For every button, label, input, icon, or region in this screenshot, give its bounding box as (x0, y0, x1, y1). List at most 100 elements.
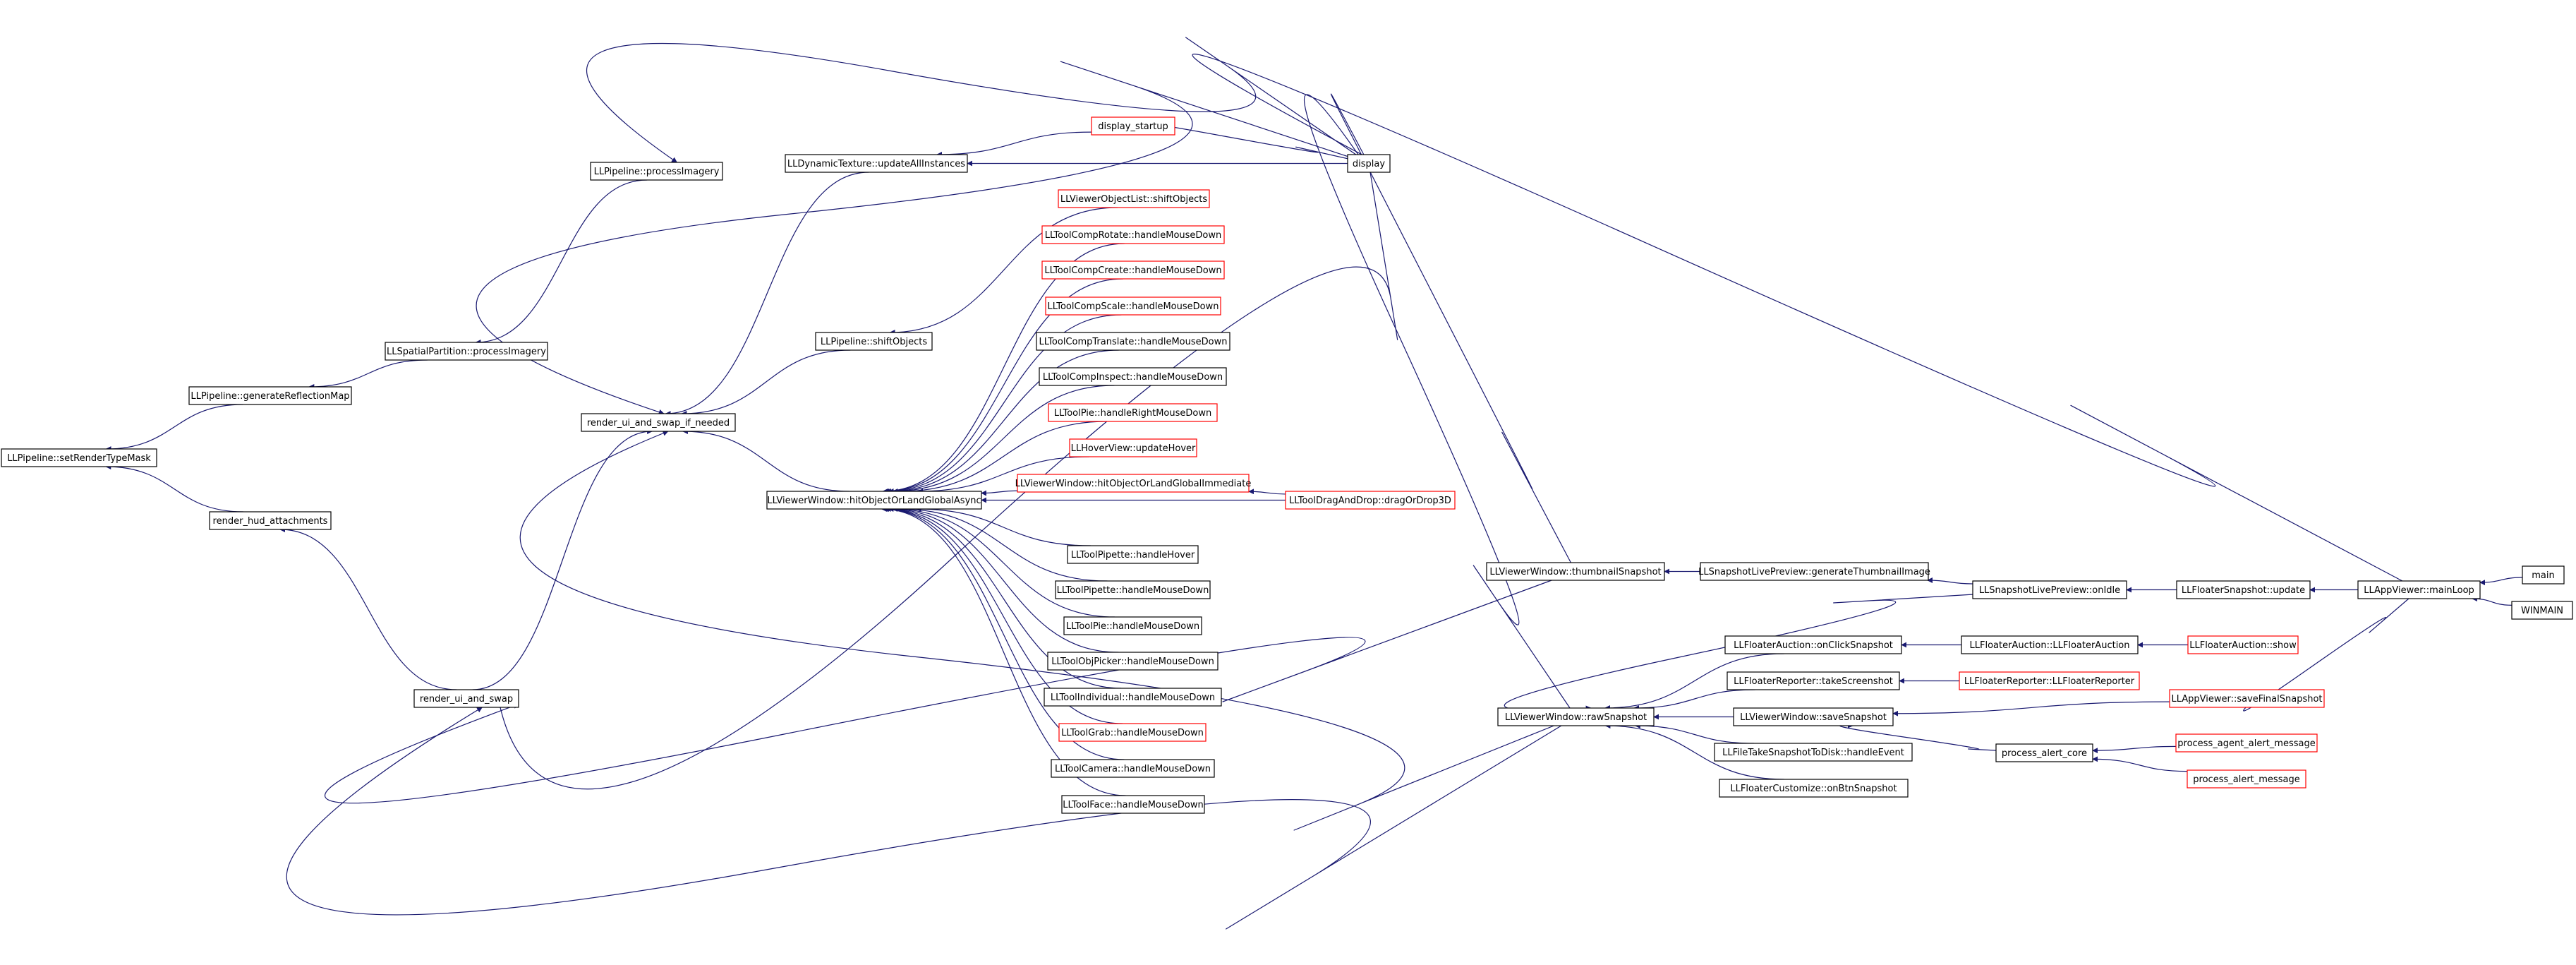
node-render-ui-and-swap-if-needed[interactable]: render_ui_and_swap_if_needed (581, 413, 736, 432)
node-winmain[interactable]: WINMAIN (2511, 601, 2573, 620)
node-save-snapshot[interactable]: LLViewerWindow::saveSnapshot (1733, 707, 1894, 726)
node-main-loop[interactable]: LLAppViewer::mainLoop (2357, 580, 2481, 599)
node-alert-core[interactable]: process_alert_core (1995, 743, 2093, 762)
node-comp-create[interactable]: LLToolCompCreate::handleMouseDown (1041, 260, 1225, 280)
node-generate-reflection-map[interactable]: LLPipeline::generateReflectionMap (188, 386, 352, 405)
node-label: LLViewerWindow::thumbnailSnapshot (1489, 567, 1661, 577)
node-comp-scale[interactable]: LLToolCompScale::handleMouseDown (1045, 296, 1221, 316)
node-box (1285, 491, 1456, 510)
edge-winmain-to-main-loop (2471, 596, 2512, 606)
node-display-startup[interactable]: display_startup (1091, 116, 1175, 136)
edge-pipeline-process-imagery-to-spatial-process-imagery (475, 179, 648, 345)
node-box (590, 162, 723, 181)
node-box (1, 448, 157, 467)
edge-on-idle-to-raw-snapshot (1504, 594, 1973, 712)
edge-raw-snapshot-to-render-ui-and-swap (286, 707, 1562, 930)
node-hit-immediate[interactable]: LLViewerWindow::hitObjectOrLandGlobalImm… (1015, 474, 1252, 493)
node-spatial-process-imagery[interactable]: LLSpatialPartition::processImagery (385, 342, 548, 361)
node-box (1700, 562, 1929, 581)
node-tool-face[interactable]: LLToolFace::handleMouseDown (1061, 795, 1205, 814)
node-pipeline-process-imagery[interactable]: LLPipeline::processImagery (590, 162, 723, 181)
node-update-all-instances[interactable]: LLDynamicTexture::updateAllInstances (785, 154, 968, 173)
node-label: LLToolCompInspect::handleMouseDown (1043, 372, 1223, 383)
node-obj-picker[interactable]: LLToolObjPicker::handleMouseDown (1047, 652, 1219, 671)
node-label: LLDynamicTexture::updateAllInstances (787, 159, 965, 169)
node-tool-grab[interactable]: LLToolGrab::handleMouseDown (1058, 723, 1207, 742)
node-box (1058, 189, 1210, 208)
node-label: LLToolPipette::handleHover (1071, 550, 1195, 561)
node-box (1061, 795, 1205, 814)
node-tool-individual[interactable]: LLToolIndividual::handleMouseDown (1044, 688, 1222, 707)
edge-tool-camera-to-hit-async (882, 506, 1125, 760)
node-comp-rotate[interactable]: LLToolCompRotate::handleMouseDown (1041, 225, 1225, 244)
node-box (1047, 652, 1219, 671)
node-label: LLToolCompRotate::handleMouseDown (1045, 230, 1222, 241)
node-tool-camera[interactable]: LLToolCamera::handleMouseDown (1051, 759, 1215, 778)
edge-on-idle-to-gen-thumb (1927, 577, 1973, 585)
edge-render-hud-attachments-to-set-render-type-mask (105, 464, 243, 513)
node-raw-snapshot[interactable]: LLViewerWindow::rawSnapshot (1497, 707, 1655, 726)
node-box (2522, 565, 2565, 585)
node-agent-alert[interactable]: process_agent_alert_message (2175, 733, 2318, 753)
node-box (385, 342, 548, 361)
node-comp-inspect[interactable]: LLToolCompInspect::handleMouseDown (1039, 367, 1227, 386)
nodes-layer: LLPipeline::setRenderTypeMask LLPipeline:… (1, 116, 2573, 814)
edge-main-loop-to-save-final (2243, 598, 2409, 712)
node-gen-thumb[interactable]: LLSnapshotLivePreview::generateThumbnail… (1698, 562, 1930, 581)
node-box (1048, 403, 1218, 422)
node-box (1039, 367, 1227, 386)
node-label: render_ui_and_swap_if_needed (587, 418, 730, 428)
node-display[interactable]: display (1347, 154, 1391, 173)
node-main[interactable]: main (2522, 565, 2565, 585)
node-alert-msg[interactable]: process_alert_message (2187, 769, 2306, 789)
node-label: render_ui_and_swap (420, 694, 513, 705)
node-label: LLToolCamera::handleMouseDown (1055, 764, 1211, 774)
node-reporter-ctor[interactable]: LLFloaterReporter::LLFloaterReporter (1959, 671, 2140, 690)
node-label: LLToolPie::handleMouseDown (1066, 621, 1199, 632)
node-save-final[interactable]: LLAppViewer::saveFinalSnapshot (2169, 689, 2325, 708)
node-drag-drop3-d[interactable]: LLToolDragAndDrop::dragOrDrop3D (1285, 491, 1456, 510)
node-thumbnail-snapshot[interactable]: LLViewerWindow::thumbnailSnapshot (1486, 562, 1665, 581)
node-label: display (1353, 159, 1385, 169)
node-pie-right[interactable]: LLToolPie::handleRightMouseDown (1048, 403, 1218, 422)
node-floater-snapshot-update[interactable]: LLFloaterSnapshot::update (2176, 580, 2311, 599)
node-label: process_alert_core (2002, 748, 2087, 759)
node-box (2169, 689, 2325, 708)
node-box (1041, 260, 1225, 280)
node-pipette-hover[interactable]: LLToolPipette::handleHover (1067, 545, 1199, 564)
node-pipeline-shift-objects[interactable]: LLPipeline::shiftObjects (815, 332, 933, 351)
node-render-hud-attachments[interactable]: render_hud_attachments (209, 511, 332, 530)
node-label: LLFloaterAuction::show (2189, 640, 2297, 651)
node-box (1045, 296, 1221, 316)
node-hit-async[interactable]: LLViewerWindow::hitObjectOrLandGlobalAsy… (766, 491, 982, 510)
edge-spatial-process-imagery-to-generate-reflection-map (308, 359, 428, 390)
node-box (766, 491, 982, 510)
node-on-idle[interactable]: LLSnapshotLivePreview::onIdle (1972, 580, 2127, 599)
node-label: LLToolCompScale::handleMouseDown (1048, 301, 1219, 312)
node-label: LLToolPie::handleRightMouseDown (1054, 408, 1211, 419)
node-auction-show[interactable]: LLFloaterAuction::show (2187, 635, 2299, 654)
node-box (2357, 580, 2481, 599)
node-auction-on-click[interactable]: LLFloaterAuction::onClickSnapshot (1724, 635, 1902, 654)
node-set-render-type-mask[interactable]: LLPipeline::setRenderTypeMask (1, 448, 157, 467)
node-obj-list-shift-objects[interactable]: LLViewerObjectList::shiftObjects (1058, 189, 1210, 208)
node-pie-mouse-down[interactable]: LLToolPie::handleMouseDown (1063, 616, 1202, 635)
node-pipette-mouse-down[interactable]: LLToolPipette::handleMouseDown (1055, 580, 1211, 599)
node-comp-translate[interactable]: LLToolCompTranslate::handleMouseDown (1036, 332, 1230, 351)
edge-update-all-instances-to-render-ui-and-swap-if-needed (665, 172, 869, 416)
node-label: LLToolCompTranslate::handleMouseDown (1039, 337, 1227, 347)
edge-comp-create-to-hit-async (883, 278, 1123, 494)
node-take-to-disk[interactable]: LLFileTakeSnapshotToDisk::handleEvent (1714, 743, 1913, 762)
node-box (1058, 723, 1207, 742)
node-render-ui-and-swap[interactable]: render_ui_and_swap (413, 689, 519, 708)
node-label: process_agent_alert_message (2177, 738, 2315, 749)
node-reporter-take[interactable]: LLFloaterReporter::takeScreenshot (1727, 671, 1900, 690)
node-hover-update[interactable]: LLHoverView::updateHover (1069, 438, 1197, 457)
node-label: LLPipeline::processImagery (594, 167, 720, 177)
node-customize[interactable]: LLFloaterCustomize::onBtnSnapshot (1719, 779, 1909, 798)
node-label: LLPipeline::shiftObjects (821, 337, 928, 347)
node-auction-ctor[interactable]: LLFloaterAuction::LLFloaterAuction (1961, 635, 2139, 654)
node-box (2176, 580, 2311, 599)
node-box (1347, 154, 1391, 173)
